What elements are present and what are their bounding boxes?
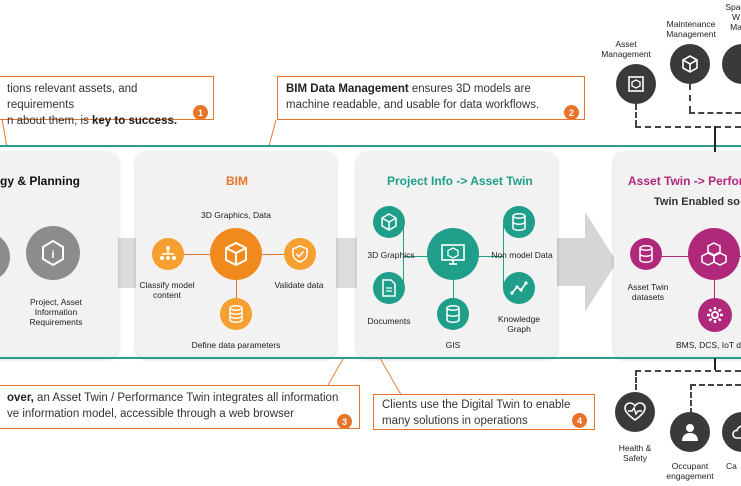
document-icon	[373, 272, 405, 304]
top-dash-v2	[689, 84, 691, 112]
top-dash-h2	[689, 112, 741, 114]
cube-icon	[210, 228, 262, 280]
digital-twin-icon	[427, 228, 479, 280]
cubes-icon	[688, 228, 740, 280]
bim-define-label: Define data parameters	[191, 340, 281, 350]
bottom-teal-divider	[0, 357, 741, 359]
top-dash-v1	[635, 104, 637, 126]
cube-icon[interactable]	[670, 44, 710, 84]
user-icon[interactable]	[670, 412, 710, 452]
box-icon[interactable]	[616, 64, 656, 104]
strategy-partial-circle	[0, 232, 10, 282]
asset-datasets-label-1: Asset Twin	[627, 282, 669, 292]
project-connector-right	[503, 224, 504, 288]
callout-4-line2: many solutions in operations	[382, 415, 528, 427]
info-circle-icon: i	[26, 226, 80, 280]
bim-validate-label: Validate data	[274, 280, 324, 290]
bottom-dash-v2	[690, 384, 692, 414]
callout-3: over, an Asset Twin / Performance Twin i…	[0, 385, 360, 429]
bottom-solid-connector	[714, 358, 716, 370]
top-maint-label-2: Management	[666, 29, 716, 39]
cloud-icon[interactable]	[722, 412, 741, 452]
card-asset-subtitle: Twin Enabled so	[654, 196, 740, 208]
top-solid-connector	[714, 126, 716, 152]
bottom-dash-h2	[690, 384, 741, 386]
bim-center-label: 3D Graphics, Data	[201, 210, 271, 220]
callout-1-number: 1	[193, 105, 208, 120]
strategy-label-2: Information	[34, 307, 78, 317]
top-asset-mgmt-label-2: Management	[601, 49, 651, 59]
card-strategy: gy & Planning i Project, Asset Informati…	[0, 152, 118, 358]
card-project-info: Project Info -> Asset Twin 3D Graphics D…	[357, 152, 557, 358]
callout-2-line2: machine readable, and usable for data wo…	[286, 99, 540, 111]
card-asset-twin: Asset Twin -> Perfor Twin Enabled so Ass…	[614, 152, 741, 358]
asset-bms-label: BMS, DCS, IoT d	[676, 340, 741, 350]
top-maint-label-1: Maintenance	[666, 19, 716, 29]
callout-1-line1: tions relevant assets, and requirements	[7, 83, 138, 111]
callout-2-bold: BIM Data Management	[286, 83, 409, 95]
database-icon	[437, 298, 469, 330]
top-teal-divider	[0, 145, 741, 147]
project-nonmodel-label: Non model Data	[491, 250, 553, 260]
top-space-label-1: Spac	[725, 2, 741, 12]
callout-3-line2: ve information model, accessible through…	[7, 408, 295, 420]
svg-text:i: i	[51, 249, 54, 261]
top-asset-mgmt-label-1: Asset	[615, 39, 637, 49]
database-icon	[630, 238, 662, 270]
card-bim: BIM 3D Graphics, Data Classify model con…	[136, 152, 336, 358]
card-strategy-title: gy & Planning	[0, 174, 81, 188]
callout-1: tions relevant assets, and requirements …	[0, 76, 214, 127]
top-space-label-2: W	[731, 12, 741, 22]
strategy-label-3: Requirements	[29, 317, 83, 327]
callout-3-bold: over,	[7, 392, 34, 404]
callout-2-number: 2	[564, 105, 579, 120]
top-dash-h1	[635, 126, 741, 128]
card-asset-title: Asset Twin -> Perfor	[628, 174, 741, 188]
callout-4-line1: Clients use the Digital Twin to enable	[382, 399, 571, 411]
project-kg-label-2: Graph	[507, 324, 531, 334]
bottom-dash-v1	[635, 370, 637, 390]
bottom-ca-label: Ca	[726, 461, 737, 471]
callout-1-bold: key to success.	[92, 115, 178, 127]
callout-3-number: 3	[337, 414, 352, 429]
top-space-label-3: Ma	[730, 22, 741, 32]
heart-pulse-icon[interactable]	[615, 392, 655, 432]
callout-4-pointer	[379, 359, 402, 394]
callout-3-line1: an Asset Twin / Performance Twin integra…	[33, 392, 339, 404]
callout-2-pointer	[268, 120, 277, 146]
graph-icon	[503, 272, 535, 304]
bottom-hs-label-1: Health &	[618, 443, 652, 453]
shield-check-icon	[284, 238, 316, 270]
hierarchy-icon	[152, 238, 184, 270]
project-graphics-label: 3D Graphics	[367, 250, 415, 260]
database-icon	[220, 298, 252, 330]
flow-arrow-big	[555, 212, 617, 312]
project-kg-label-1: Knowledge	[497, 314, 541, 324]
project-documents-label: Documents	[367, 316, 411, 326]
database-icon	[503, 206, 535, 238]
bottom-dash-h1	[635, 370, 741, 372]
callout-4-number: 4	[572, 413, 587, 428]
callout-2-line1: ensures 3D models are	[408, 83, 531, 95]
callout-3-pointer	[327, 359, 344, 385]
bottom-hs-label-2: Safety	[622, 453, 648, 463]
card-project-title: Project Info -> Asset Twin	[387, 174, 533, 188]
bottom-occ-label-2: engagement	[666, 471, 714, 481]
bim-classify-label-1: Classify model	[139, 280, 195, 290]
callout-2: BIM Data Management ensures 3D models ar…	[277, 76, 585, 120]
bottom-occ-label-1: Occupant	[671, 461, 709, 471]
callout-1-line2: n about them, is	[7, 115, 93, 127]
bim-classify-label-2: content	[153, 290, 181, 300]
project-gis-label: GIS	[445, 340, 461, 350]
gear-icon	[698, 298, 732, 332]
callout-4: Clients use the Digital Twin to enable m…	[373, 394, 595, 430]
cube-icon	[373, 206, 405, 238]
card-bim-title: BIM	[226, 174, 248, 188]
strategy-label-1: Project, Asset	[30, 297, 82, 307]
asset-datasets-label-2: datasets	[631, 292, 665, 302]
space-icon[interactable]	[722, 44, 741, 84]
asset-connector-v	[714, 256, 715, 304]
